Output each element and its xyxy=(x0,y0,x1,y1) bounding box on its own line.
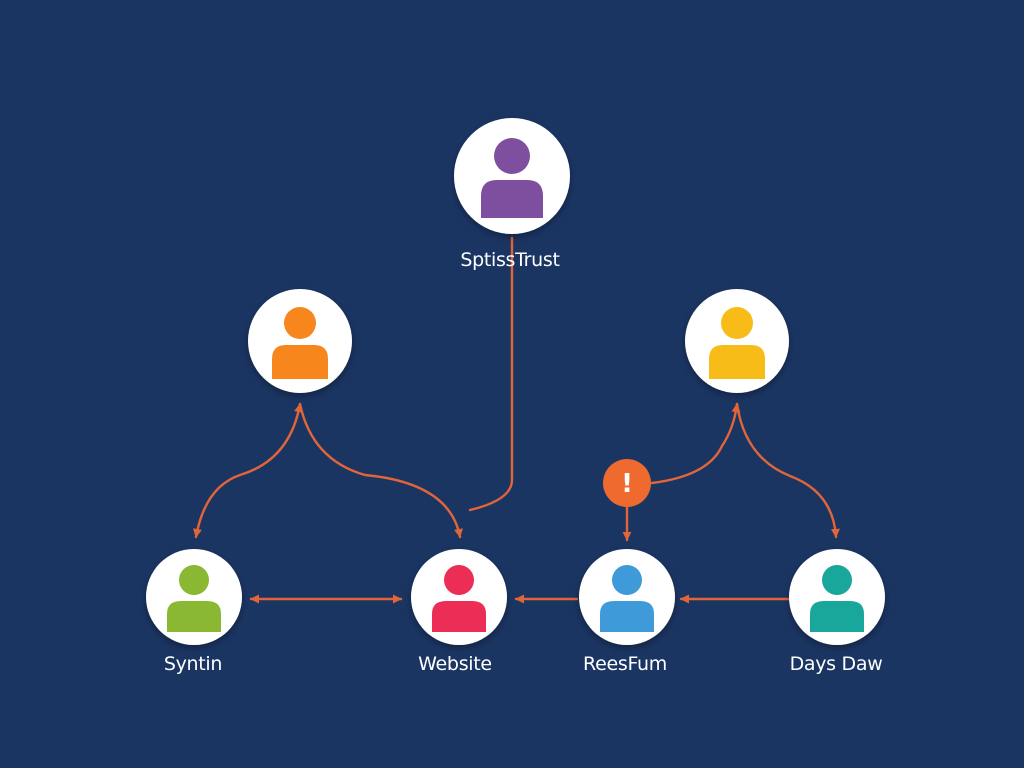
user-icon xyxy=(600,565,654,632)
node-orange[interactable] xyxy=(248,289,352,393)
user-icon xyxy=(432,565,486,632)
edge-orange-to-syntin xyxy=(193,402,304,539)
node-syntin[interactable] xyxy=(146,549,242,645)
node-daysdaw-label: Days Daw xyxy=(790,653,883,675)
node-top[interactable] xyxy=(454,118,570,234)
edge-orange-to-website xyxy=(298,402,463,539)
user-icon xyxy=(167,565,221,632)
node-website[interactable] xyxy=(411,549,507,645)
user-icon xyxy=(709,307,765,379)
user-icon xyxy=(481,138,543,218)
connections xyxy=(193,236,840,604)
edge-yellow-to-daysdaw xyxy=(735,402,840,539)
edge-top-to-website xyxy=(468,236,514,512)
user-icon xyxy=(810,565,864,632)
alert-badge-circle xyxy=(603,459,651,507)
edge-alert-to-yellow xyxy=(650,402,741,485)
node-website-label: Website xyxy=(418,653,492,675)
node-reesfum-label: ReesFum xyxy=(583,653,667,675)
node-syntin-label: Syntin xyxy=(164,653,222,675)
node-yellow[interactable] xyxy=(685,289,789,393)
alert-badge[interactable]: ! xyxy=(603,459,651,507)
node-reesfum[interactable] xyxy=(579,549,675,645)
node-top-label: SptissTrust xyxy=(460,249,559,271)
alert-icon: ! xyxy=(621,469,633,499)
user-icon xyxy=(272,307,328,379)
node-daysdaw[interactable] xyxy=(789,549,885,645)
